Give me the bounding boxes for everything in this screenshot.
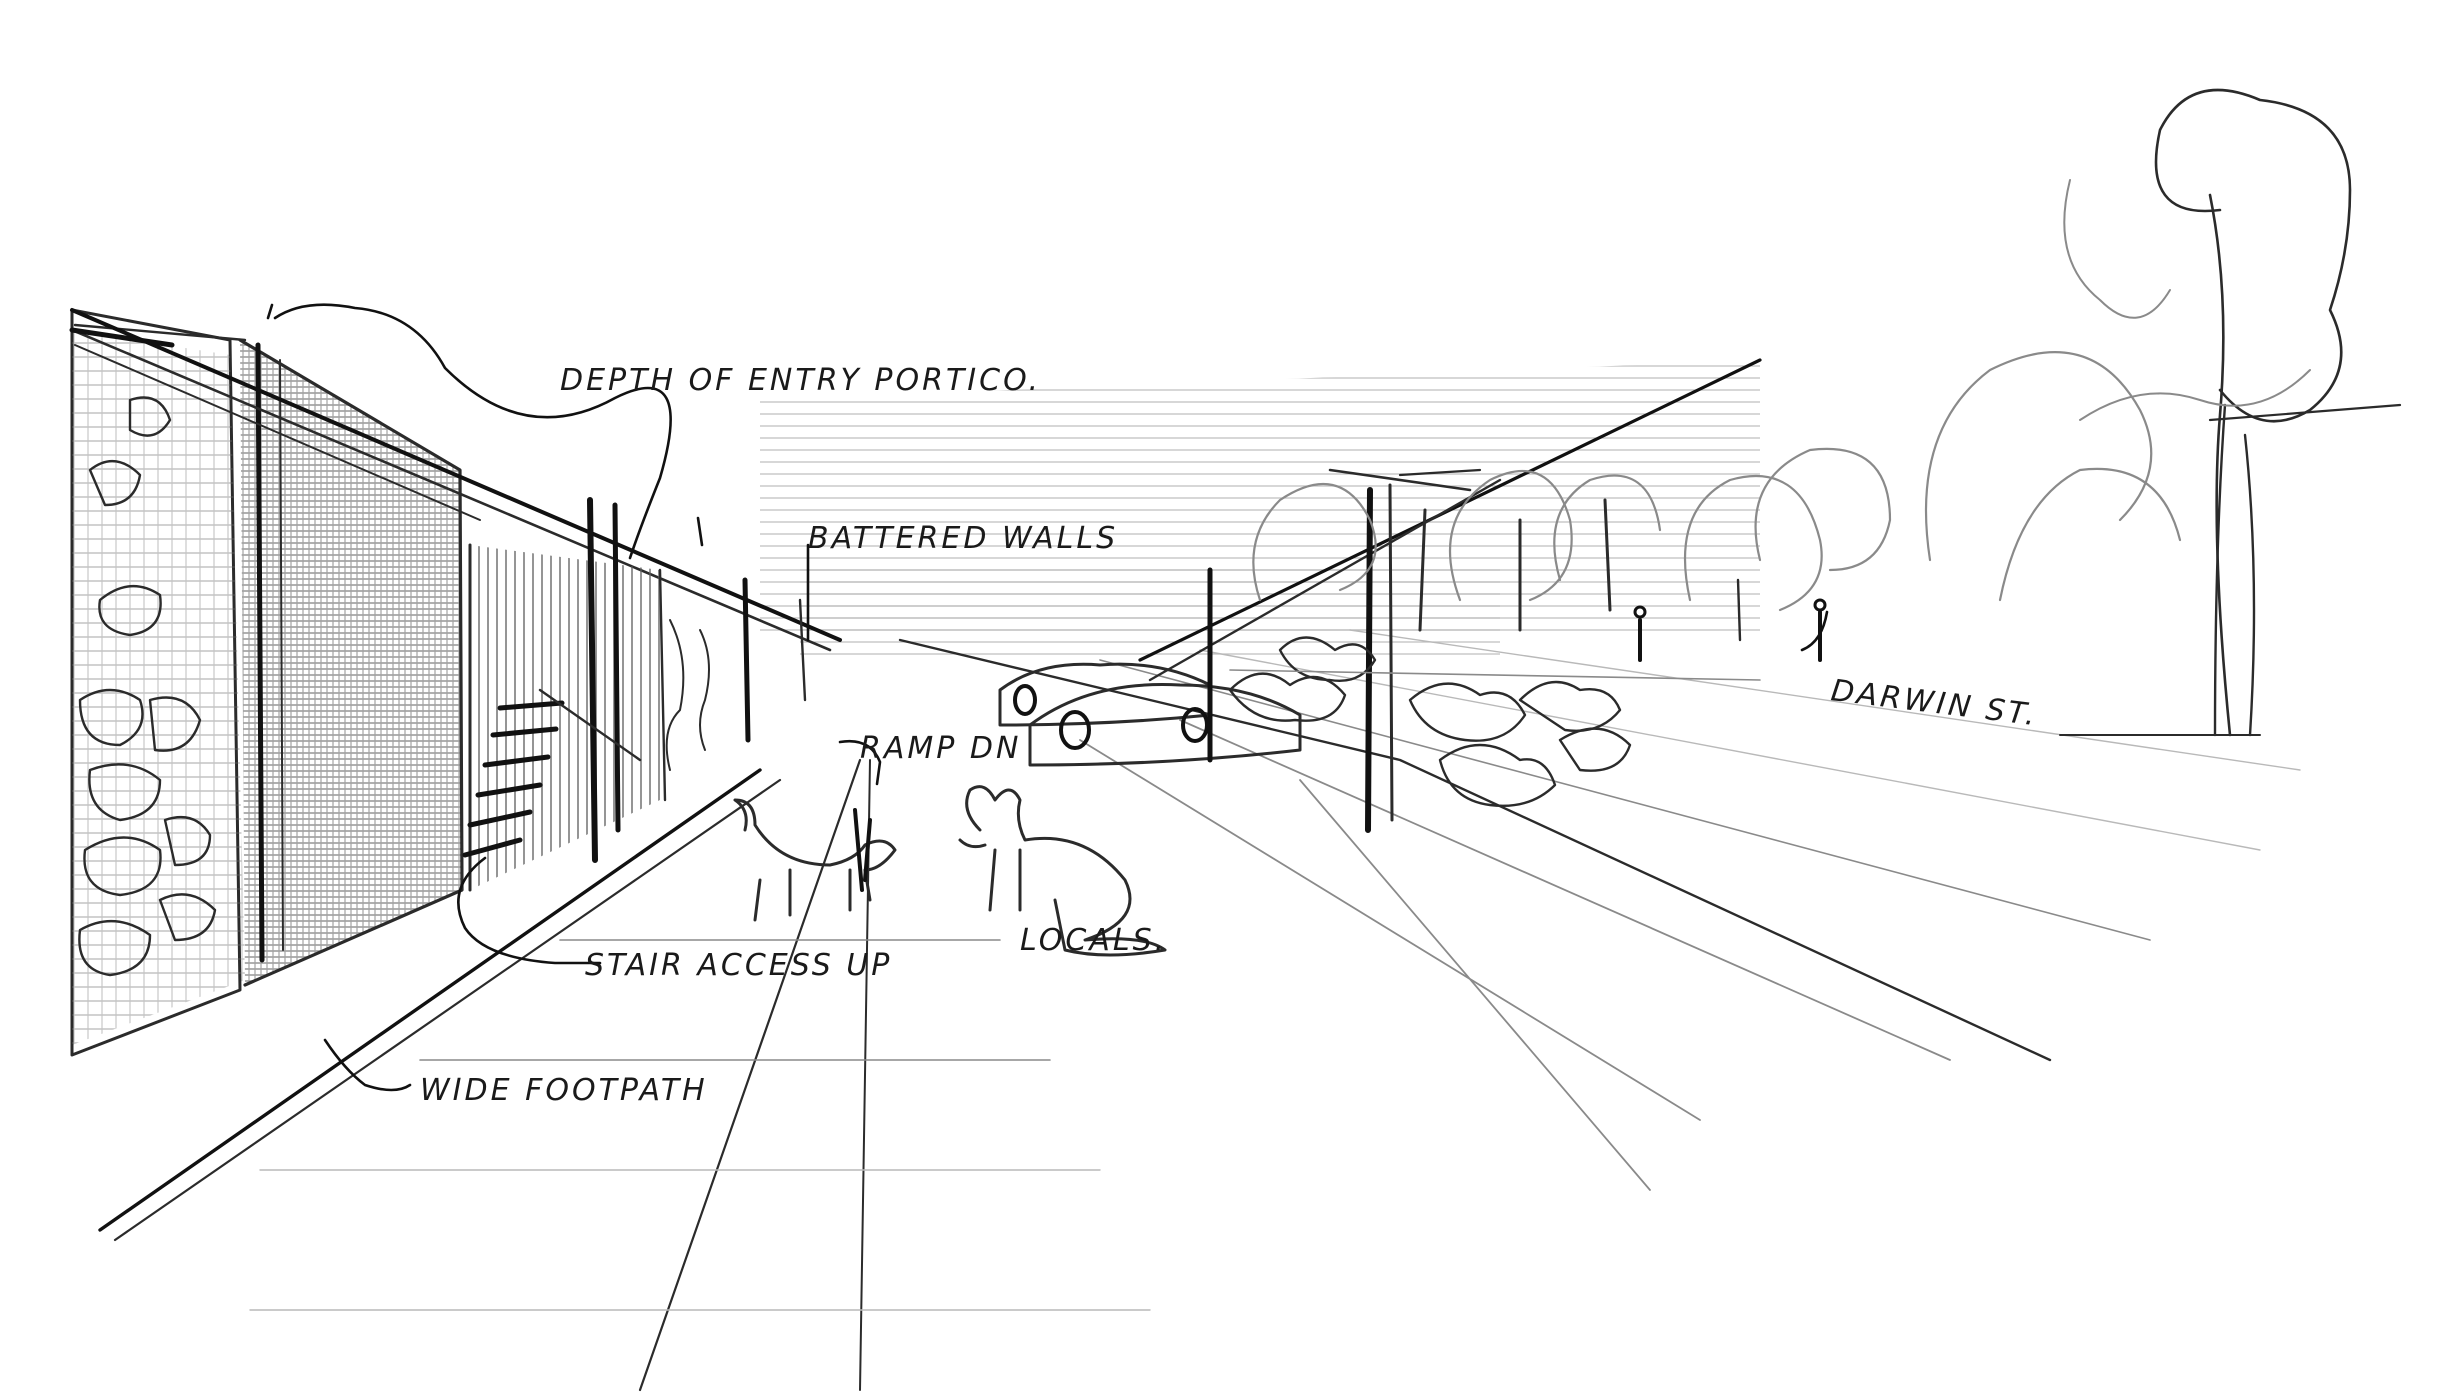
label-stair-access-up: STAIR ACCESS UP xyxy=(585,948,892,983)
label-battered-walls: BATTERED WALLS xyxy=(808,521,1118,556)
portico-roof xyxy=(69,308,842,652)
label-depth-of-entry-portico: DEPTH OF ENTRY PORTICO. xyxy=(560,363,1041,398)
background-trees xyxy=(1252,351,2182,642)
entry-portico xyxy=(468,497,807,892)
sky-shading xyxy=(760,360,1760,660)
label-wide-footpath: WIDE FOOTPATH xyxy=(420,1073,708,1108)
planting-strip xyxy=(1228,636,1761,807)
parked-cars xyxy=(998,662,1302,767)
stone-wall xyxy=(70,308,245,1057)
label-ramp-dn: RAMP DN xyxy=(860,731,1021,766)
large-tree xyxy=(2059,88,2402,737)
road-lines xyxy=(898,629,2301,1191)
dog-figures xyxy=(733,785,1167,957)
stair-steps xyxy=(462,688,642,858)
label-darwin-st: DARWIN ST. xyxy=(1829,673,2040,733)
front-wall xyxy=(73,323,464,987)
footpath xyxy=(98,758,1151,1392)
leader-lines xyxy=(266,303,1829,1092)
street-canopy xyxy=(1138,358,1762,833)
label-locals: LOCALS. xyxy=(1020,923,1167,958)
